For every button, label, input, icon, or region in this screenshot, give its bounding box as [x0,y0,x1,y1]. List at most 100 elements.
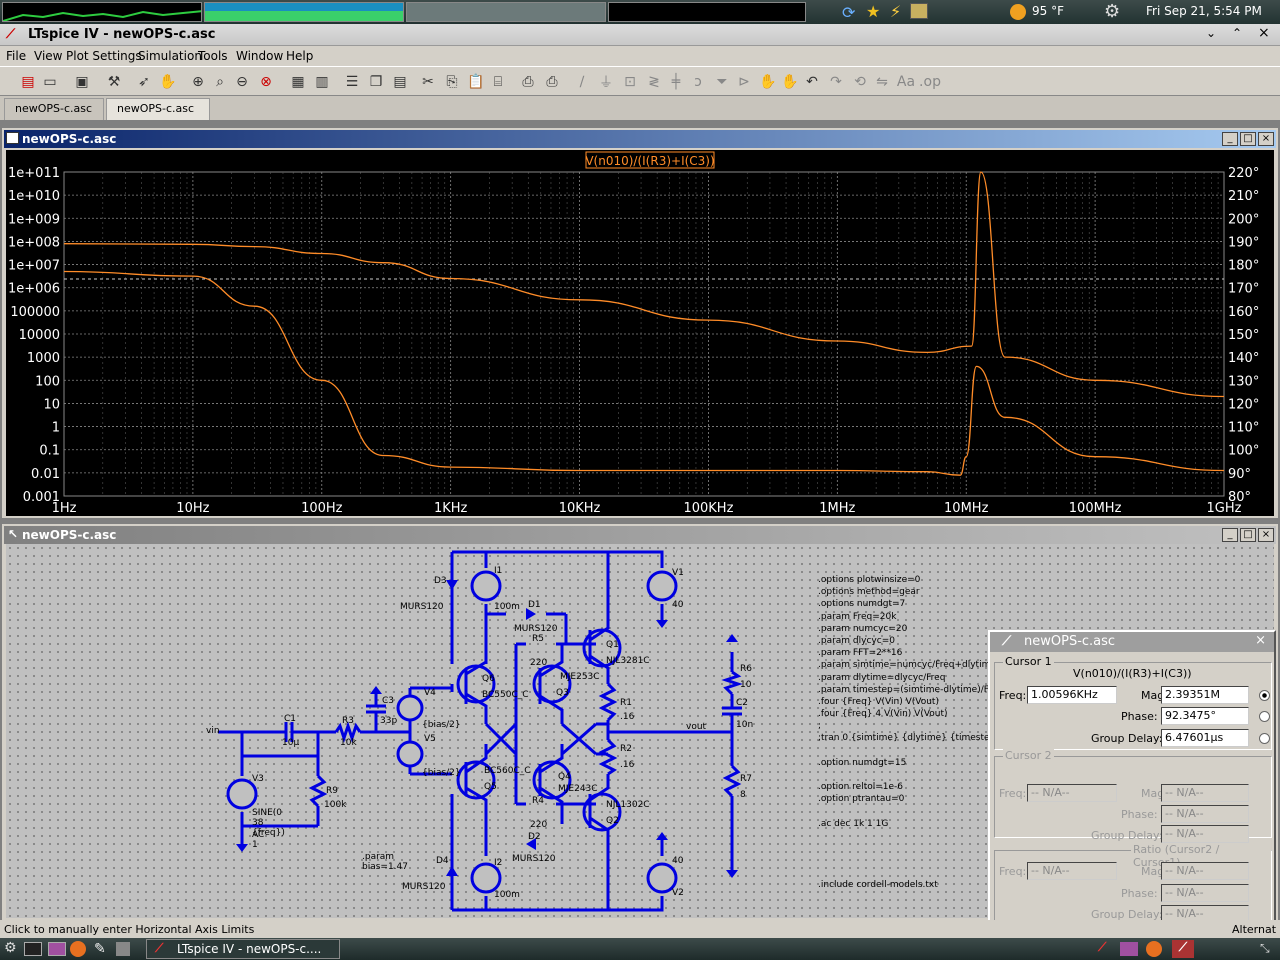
capacitor-icon[interactable]: ╪ [671,74,681,90]
open-icon[interactable]: ▭ [43,74,57,90]
editor-icon[interactable]: ✎ [94,941,106,957]
chevron-up-icon[interactable]: ⌃ [1232,26,1243,40]
label-C2[interactable]: C2 [736,698,749,708]
star-icon[interactable]: ★ [866,2,881,21]
control-panel-icon[interactable]: ⚒ [107,74,121,90]
label-I2[interactable]: I2 [494,858,503,868]
cursor1-freq-field[interactable]: 1.00596KHz [1027,686,1117,704]
label-MURS120-d[interactable]: MURS120 [402,882,446,892]
spice-directive-line[interactable]: .param timestep=(simtime-dlytime)/FF [818,684,994,695]
mirror-icon[interactable]: ⇋ [876,74,888,90]
cascade-icon[interactable]: ❐ [369,74,383,90]
trace-phase[interactable] [63,270,1225,476]
label-MURS120-b[interactable]: MURS120 [514,624,558,634]
cursor1-mag-radio[interactable] [1259,690,1270,701]
tray-ltspice-active-icon[interactable]: ⟋ [1172,940,1194,958]
tile-vertical-icon[interactable]: ▤ [393,74,407,90]
rotate-icon[interactable]: ⟲ [854,74,866,90]
label-C1-value[interactable]: 10µ [282,738,300,748]
spice-directive-line[interactable]: .option numdgt=15 [818,757,907,768]
spice-directive-line[interactable]: .param FFT=2**16 [818,648,903,659]
copy-icon[interactable]: ⎘ [446,74,458,90]
print-preview-icon[interactable]: ⎙ [522,74,534,90]
network-meter[interactable] [406,2,606,22]
label-D2[interactable]: D2 [528,832,541,842]
label-R9[interactable]: R9 [326,786,338,796]
launcher-icon[interactable] [48,942,66,956]
tray-firefox-icon[interactable] [1146,941,1162,957]
label-V1-value[interactable]: 40 [672,600,684,610]
spice-directive-icon[interactable]: .op [919,74,941,90]
label-R9-value[interactable]: 100k [324,800,347,810]
inductor-icon[interactable]: ↄ [694,74,702,90]
zoom-fit-icon[interactable]: ⌕ [216,74,224,90]
spice-directive-line[interactable] [818,769,994,781]
resistor-icon[interactable]: ≷ [648,74,660,90]
weather-temp[interactable]: 95 °F [1032,4,1064,18]
spice-directive-line[interactable]: ;tran 0 {simtime} {dlytime} {timestep [818,733,994,744]
spice-directives[interactable]: .options plotwinsize=0 .options method=ge… [818,574,994,891]
label-V4[interactable]: V4 [424,688,436,698]
label-R1[interactable]: R1 [620,698,632,708]
spice-directive-line[interactable]: .options plotwinsize=0 [818,575,921,585]
label-R5-value[interactable]: 220 [530,658,548,668]
disk-meter[interactable] [608,2,806,22]
label-V5[interactable]: V5 [424,734,436,744]
menu-help[interactable]: Help [286,49,314,63]
label-R3[interactable]: R3 [342,716,354,726]
label-Q3[interactable]: Q3 [556,688,569,698]
label-Q6-model[interactable]: BC550C_C [482,690,529,700]
autorange-icon[interactable]: ▦ [291,74,305,90]
spice-directive-line[interactable] [818,806,994,818]
system-menu-icon[interactable]: ⚙ [4,940,17,956]
move-icon[interactable]: ✋ [759,74,777,90]
label-Q6[interactable]: Q6 [482,674,495,684]
label-V2[interactable]: V2 [672,888,684,898]
tab-schematic-2[interactable]: newOPS-c.asc [106,98,210,120]
run-icon[interactable]: ➶ [138,74,150,90]
label-R7-value[interactable]: 8 [740,790,746,800]
clock[interactable]: Fri Sep 21, 5:54 PM [1146,4,1262,18]
tray-window-icon[interactable] [1120,942,1138,956]
refresh-icon[interactable]: ⟳ [842,3,856,22]
diode-icon[interactable]: ⏷ [716,74,728,90]
trace-mag[interactable] [63,171,1225,398]
tile-horizontal-icon[interactable]: ☰ [345,74,359,90]
label-R3-value[interactable]: 10k [340,738,357,748]
label-R2-value[interactable]: .16 [620,760,635,770]
label-Q3-model[interactable]: MJE253C [560,672,600,682]
power-icon[interactable]: ⚡ [890,2,902,21]
trace-label-box[interactable] [585,151,715,169]
label-Q1[interactable]: Q1 [606,640,619,650]
label-MURS120-c[interactable]: MURS120 [512,854,556,864]
label-D3[interactable]: D3 [434,576,447,586]
tray-ltspice-icon[interactable]: ⟋ [1098,940,1107,954]
spice-directive-line[interactable] [818,745,994,757]
spice-directive-line[interactable] [818,842,994,854]
schematic-maximize-button[interactable]: □ [1240,528,1256,542]
cursor1-phase-radio[interactable] [1259,711,1270,722]
spice-directive-line[interactable]: .options method=gear [818,587,920,598]
spice-directive-line[interactable] [818,867,994,879]
draw-wire-icon[interactable]: ∕ [579,74,585,90]
menu-window[interactable]: Window [236,49,284,63]
menu-view[interactable]: View [34,49,63,63]
label-D4[interactable]: D4 [436,856,449,866]
schematic-window-title[interactable]: ↖ newOPS-c.asc [4,526,1276,544]
maximize-button[interactable]: □ [1240,132,1256,146]
cut-icon[interactable]: ✂ [422,74,434,90]
component-icon[interactable]: ⊳ [738,74,750,90]
spice-directive-line[interactable]: .param dlytime=dlycyc/Freq [818,672,946,683]
spice-directive-line[interactable]: ; [818,721,822,732]
spice-directive-line[interactable]: .ac dec 1k 1 1G [818,818,889,829]
zoom-in-icon[interactable]: ⊕ [192,74,204,90]
label-Q5[interactable]: Q5 [484,782,497,792]
label-R6-value[interactable]: 10 [740,680,752,690]
dialog-close-icon[interactable]: × [1255,633,1266,648]
label-V2-value[interactable]: 40 [672,856,684,866]
label-C2-value[interactable]: 10n [736,720,754,730]
label-R6[interactable]: R6 [740,664,752,674]
menu-tools[interactable]: Tools [198,49,228,63]
schematic-drawing[interactable] [6,544,1274,918]
